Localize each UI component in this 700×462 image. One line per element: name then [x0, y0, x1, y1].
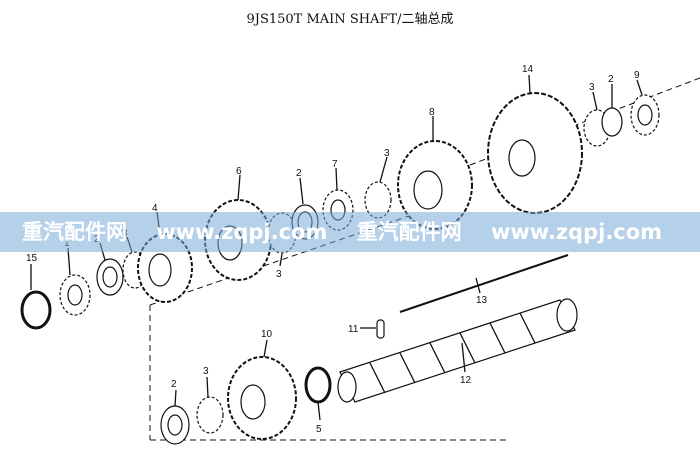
watermark-brand: 重汽配件网: [356, 220, 462, 244]
washer-2d: [160, 405, 190, 445]
ring-3e: [196, 396, 224, 434]
sleeve-1: [59, 274, 91, 316]
watermark-url: www.zqpj.com: [491, 220, 663, 244]
callout-10: 10: [261, 329, 273, 340]
snap-ring-5: [304, 366, 332, 404]
callout-2d: 2: [171, 379, 177, 390]
gear-8: [397, 140, 473, 230]
watermark-brand: 重汽配件网: [22, 220, 127, 244]
callout-2b: 2: [296, 168, 302, 179]
watermark-band: 重汽配件网 www.zqpj.com 重汽配件网 www.zqpj.com: [0, 212, 700, 252]
callout-15: 15: [26, 253, 38, 264]
callout-11: 11: [348, 324, 359, 335]
callout-7: 7: [332, 159, 338, 170]
callout-5: 5: [316, 424, 322, 435]
callout-13: 13: [476, 295, 488, 306]
callout-3b: 3: [276, 269, 282, 280]
gear-14: [487, 92, 583, 214]
gear-10: [227, 356, 297, 440]
callout-3d: 3: [589, 82, 595, 93]
callout-8: 8: [429, 107, 435, 118]
ring-3c: [364, 181, 392, 219]
callout-9: 9: [634, 70, 640, 81]
callout-2c: 2: [608, 74, 614, 85]
pin: [376, 319, 385, 339]
callout-4: 4: [152, 203, 158, 214]
watermark-url: www.zqpj.com: [156, 220, 328, 244]
washer-2c: [601, 107, 623, 137]
snap-ring-15: [20, 290, 52, 330]
diagram-title: 9JS150T MAIN SHAFT/二轴总成: [246, 12, 454, 27]
callout-12: 12: [460, 375, 472, 386]
sleeve-9: [630, 94, 660, 136]
main-shaft: [337, 298, 578, 403]
callout-6: 6: [236, 166, 242, 177]
callout-14: 14: [522, 64, 534, 75]
callout-3c: 3: [384, 148, 390, 159]
washer-2a: [96, 258, 124, 296]
callout-3e: 3: [203, 366, 209, 377]
